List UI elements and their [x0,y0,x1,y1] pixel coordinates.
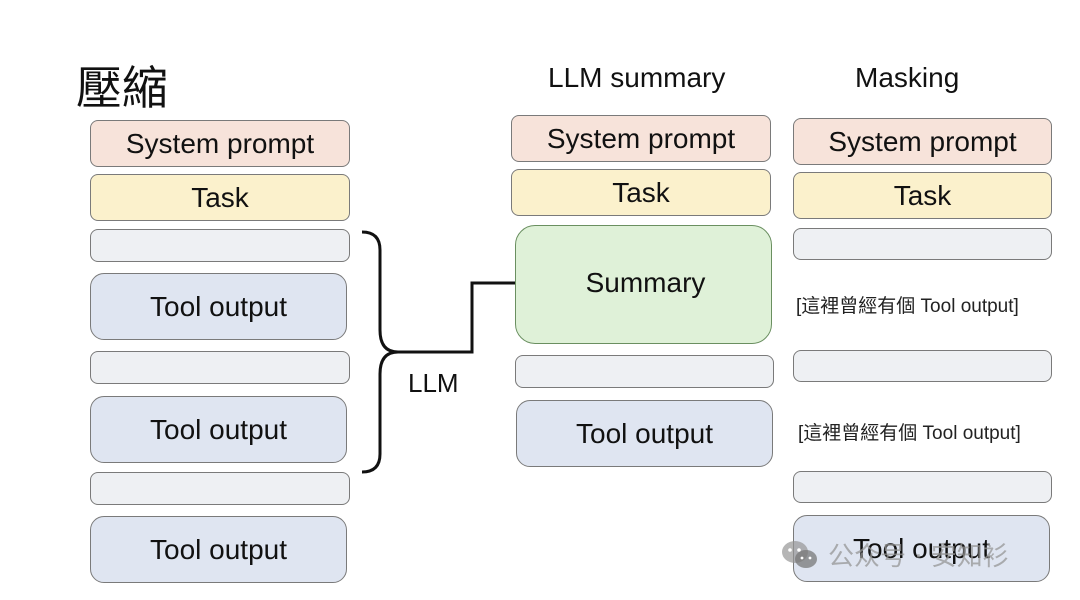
middle-task-block: Task [511,169,771,216]
left-empty-block [90,472,350,505]
middle-tool-output-block: Tool output [516,400,773,467]
section-title-compression: 壓縮 [76,61,168,115]
curly-brace [361,230,399,474]
connector-line [398,281,548,354]
masked-tool-output-placeholder: [這裡曾經有個 Tool output] [796,296,1019,317]
middle-system-prompt-block: System prompt [511,115,771,162]
right-task-block: Task [793,172,1052,219]
summary-block: Summary [515,225,772,344]
wechat-icon [780,539,820,571]
left-empty-block [90,229,350,262]
left-system-prompt-block: System prompt [90,120,350,167]
masked-tool-output-placeholder: [這裡曾經有個 Tool output] [798,423,1021,444]
right-empty-block [793,350,1052,382]
left-tool-output-block: Tool output [90,273,347,340]
watermark-text: 公众号 · 安知衫 [828,542,1009,572]
right-system-prompt-block: System prompt [793,118,1052,165]
left-task-block: Task [90,174,350,221]
right-empty-block [793,471,1052,503]
llm-label: LLM [408,368,459,398]
left-empty-block [90,351,350,384]
left-tool-output-block: Tool output [90,396,347,463]
section-title-masking: Masking [855,62,960,93]
left-tool-output-block: Tool output [90,516,347,583]
watermark: 公众号 · 安知衫 [780,536,1009,573]
section-title-llm-summary: LLM summary [548,62,726,93]
middle-empty-block [515,355,774,388]
right-empty-block [793,228,1052,260]
right-tool-output-block: Tool output [793,515,1050,582]
